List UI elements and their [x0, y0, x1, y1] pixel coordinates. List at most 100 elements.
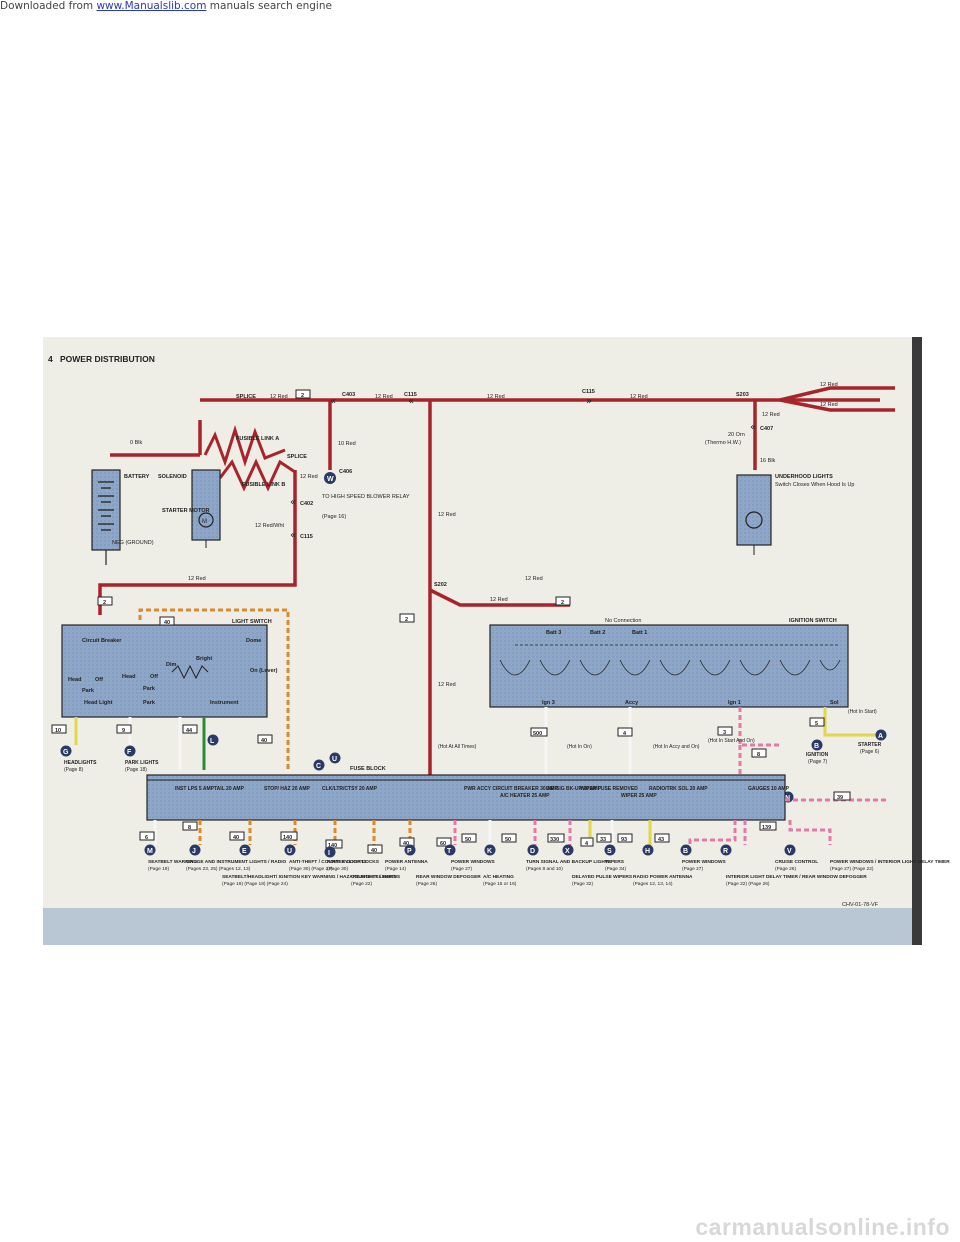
svg-text:2: 2 — [103, 600, 106, 606]
starter-output-label: STARTER — [858, 742, 882, 748]
download-banner: Downloaded from www.Manualslib.com manua… — [0, 0, 960, 14]
svg-text:No Connection: No Connection — [605, 618, 641, 624]
watermark: carmanualsonline.info — [695, 1214, 950, 1240]
svg-text:Dome: Dome — [246, 638, 261, 644]
connector-c403: C403 — [342, 392, 355, 398]
svg-text:WIPER FUSE REMOVED: WIPER FUSE REMOVED — [580, 786, 638, 792]
svg-text:INTERIOR LIGHT DELAY TIMER / R: INTERIOR LIGHT DELAY TIMER / REAR WINDOW… — [726, 874, 867, 880]
svg-text:COURTESY LIGHTS: COURTESY LIGHTS — [351, 874, 397, 880]
output-markers-bottom: M J E U I P T K D X S H B R V — [144, 844, 796, 858]
svg-text:M: M — [202, 519, 207, 525]
battery-cells — [98, 481, 114, 531]
svg-text:J: J — [192, 848, 196, 855]
svg-text:P: P — [407, 848, 412, 855]
svg-text:Off: Off — [150, 674, 158, 680]
svg-text:5: 5 — [815, 721, 818, 727]
svg-text:4: 4 — [623, 731, 627, 737]
connector-symbols: « « » « « « — [290, 396, 756, 541]
svg-text:140: 140 — [328, 843, 337, 849]
page-number: 4 — [48, 354, 53, 364]
splice-label: SPLICE — [287, 454, 307, 460]
svg-text:Ign 3: Ign 3 — [542, 700, 555, 706]
diagram-code: CHV-01-78-VF — [842, 902, 879, 908]
svg-text:40: 40 — [164, 620, 170, 626]
svg-text:G: G — [63, 749, 69, 756]
svg-text:Accy: Accy — [625, 700, 639, 706]
svg-text:(Hot In On): (Hot In On) — [567, 744, 592, 750]
light-switch-title: LIGHT SWITCH — [232, 619, 272, 625]
svg-text:GAUGES 10 AMP: GAUGES 10 AMP — [748, 786, 790, 792]
wire-label: 12 Red — [300, 474, 318, 480]
svg-text:Circuit Breaker: Circuit Breaker — [82, 638, 122, 644]
svg-text:(Hot At All Times): (Hot At All Times) — [438, 744, 477, 750]
connector-c115: C115 — [582, 389, 595, 395]
scan-bottom-strip — [43, 908, 912, 945]
circuit-number-boxes-top — [97, 389, 571, 623]
svg-text:44: 44 — [186, 728, 193, 734]
svg-text:L: L — [210, 738, 215, 745]
svg-text:SEATBELT WARNING: SEATBELT WARNING — [148, 859, 197, 865]
splice-s203: S203 — [736, 392, 749, 398]
page-title: POWER DISTRIBUTION — [60, 354, 155, 364]
svg-text:500: 500 — [533, 731, 542, 737]
svg-text:2: 2 — [561, 600, 564, 606]
fusible-link-b — [218, 458, 296, 492]
svg-text:U: U — [287, 848, 292, 855]
c403-symbol: « — [330, 396, 336, 407]
svg-text:139: 139 — [762, 825, 771, 831]
svg-text:M: M — [147, 848, 153, 855]
svg-text:(Page 19): (Page 19) — [148, 866, 169, 872]
svg-text:V: V — [787, 848, 792, 855]
banner-prefix: Downloaded from — [0, 0, 97, 12]
c115-3-symbol: « — [290, 530, 296, 541]
svg-text:60: 60 — [440, 841, 446, 847]
svg-text:Head: Head — [122, 674, 135, 680]
svg-text:D: D — [530, 848, 535, 855]
svg-text:R: R — [723, 848, 728, 855]
fuse-output-wires — [153, 820, 832, 845]
svg-text:Park: Park — [143, 700, 156, 706]
rheostat-symbol — [171, 664, 209, 680]
svg-text:POWER ANTENNA: POWER ANTENNA — [385, 859, 428, 865]
svg-text:40: 40 — [261, 738, 267, 744]
underhood-note: Switch Closes When Hood Is Up — [775, 482, 854, 488]
connector-c115: C115 — [404, 392, 417, 398]
svg-text:(Hot In Start): (Hot In Start) — [848, 709, 877, 715]
svg-text:9: 9 — [122, 728, 125, 734]
svg-text:C: C — [316, 763, 321, 770]
svg-text:(Page 18): (Page 18) — [125, 767, 147, 773]
fuse-labels: INST LPS 5 AMP TAIL 20 AMP STOP/ HAZ 20 … — [175, 786, 790, 799]
orange-wire-40 — [138, 608, 290, 770]
svg-text:(Pages 12, 13, 14): (Pages 12, 13, 14) — [633, 881, 673, 887]
svg-text:4: 4 — [585, 841, 589, 847]
yellow-wire-5 — [823, 707, 880, 737]
output-labels-bottom: SEATBELT WARNING (Page 19) GAUGE AND INS… — [148, 859, 950, 887]
svg-text:K: K — [487, 848, 492, 855]
c402-symbol: « — [290, 497, 296, 508]
c407-symbol: « — [750, 422, 756, 433]
svg-text:INST LPS 5 AMP: INST LPS 5 AMP — [175, 786, 215, 792]
manualslib-link[interactable]: www.Manualslib.com — [96, 0, 207, 12]
svg-text:2: 2 — [301, 393, 304, 399]
svg-text:F: F — [127, 749, 132, 756]
svg-text:U: U — [332, 756, 337, 763]
svg-text:8: 8 — [188, 825, 191, 831]
svg-text:43: 43 — [658, 837, 664, 843]
wire-label: 12 Red — [762, 412, 780, 418]
svg-text:Head Light: Head Light — [84, 700, 113, 706]
svg-text:6: 6 — [145, 835, 148, 841]
light-switch-box — [61, 624, 268, 718]
svg-text:(Page 22) (Page 26): (Page 22) (Page 26) — [726, 881, 770, 887]
svg-text:DELAYED PULSE WIPERS: DELAYED PULSE WIPERS — [572, 874, 633, 880]
svg-text:(Page 6): (Page 6) — [860, 749, 880, 755]
wire-label: 12 Red — [490, 597, 508, 603]
fusible-link-a — [203, 424, 286, 467]
pink-wire-3 — [738, 707, 780, 747]
svg-text:TAIL 20 AMP: TAIL 20 AMP — [214, 786, 245, 792]
wire-label: 12 Red — [375, 394, 393, 400]
banner-suffix: manuals search engine — [206, 0, 332, 12]
svg-text:Dim: Dim — [166, 662, 177, 668]
svg-text:REAR WINDOW DEFOGGER: REAR WINDOW DEFOGGER — [416, 874, 481, 880]
svg-text:(Page 7): (Page 7) — [808, 759, 828, 765]
ignition-switch-box — [489, 624, 849, 708]
